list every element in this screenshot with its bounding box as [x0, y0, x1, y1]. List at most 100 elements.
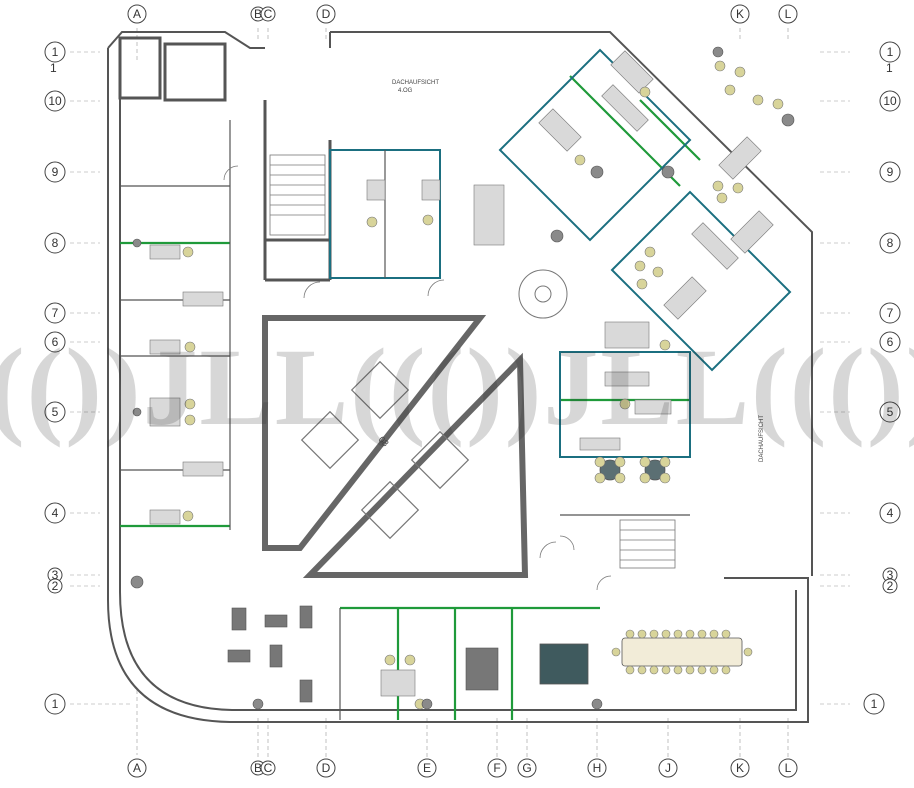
grid-bubble: A — [127, 4, 147, 24]
grid-lines — [70, 28, 850, 758]
svg-text:J: J — [665, 761, 671, 775]
grid-bubble: 3 — [47, 567, 63, 583]
svg-text:7: 7 — [52, 306, 59, 320]
grid-bubble: 1 — [44, 41, 66, 63]
svg-text:3: 3 — [52, 568, 59, 582]
svg-text:9: 9 — [52, 165, 59, 179]
grid-sublabel: 1 — [50, 61, 57, 75]
grid-bubble: 1 — [879, 41, 901, 63]
svg-text:8: 8 — [887, 236, 894, 250]
roof-view-label: DACHAUFSICHT — [392, 80, 439, 86]
grid-bubble: 4 — [879, 502, 901, 524]
grid-bubble: A — [127, 758, 147, 778]
svg-text:B: B — [254, 761, 262, 775]
svg-text:C: C — [264, 7, 273, 21]
grid-bubble: E — [417, 758, 437, 778]
grid-bubble: 10 — [44, 90, 66, 112]
grid-bubble: L — [778, 758, 798, 778]
svg-text:F: F — [493, 761, 500, 775]
svg-text:6: 6 — [887, 335, 894, 349]
svg-text:8: 8 — [52, 236, 59, 250]
room-dividers — [120, 120, 690, 720]
svg-text:7: 7 — [887, 306, 894, 320]
grid-sublabel: 1 — [886, 61, 893, 75]
grid-bubble: 4 — [44, 502, 66, 524]
roof-view-floor: 4.OG — [398, 88, 413, 94]
svg-text:2: 2 — [887, 579, 894, 593]
grid-bubble: 7 — [879, 302, 901, 324]
svg-text:5: 5 — [887, 405, 894, 419]
svg-text:L: L — [785, 7, 792, 21]
svg-text:G: G — [522, 761, 531, 775]
structural-columns — [130, 46, 795, 710]
grid-bubble: F — [487, 758, 507, 778]
grid-bubble: 9 — [879, 161, 901, 183]
svg-text:6: 6 — [52, 335, 59, 349]
svg-text:10: 10 — [883, 94, 897, 108]
svg-text:9: 9 — [887, 165, 894, 179]
grid-bubble: 6 — [44, 331, 66, 353]
watermark: (())JLL((())JLL((())JLL — [0, 326, 914, 448]
lounge-furniture — [227, 605, 499, 703]
grid-bubble: K — [730, 4, 750, 24]
svg-text:2: 2 — [52, 579, 59, 593]
conference-tables — [539, 459, 743, 685]
svg-text:1: 1 — [52, 697, 59, 711]
grid-bubble: 1 — [44, 693, 66, 715]
grid-bubble: L — [778, 4, 798, 24]
grid-bubble: 7 — [44, 302, 66, 324]
grid-bubbles-top: A B C D K L — [127, 4, 798, 24]
svg-text:4: 4 — [887, 506, 894, 520]
grid-bubble: D — [316, 758, 336, 778]
grid-bubble: 9 — [44, 161, 66, 183]
stairs — [269, 154, 676, 569]
grid-bubble: G — [517, 758, 537, 778]
central-core — [262, 315, 529, 578]
spiral-stair — [518, 269, 568, 319]
grid-bubble: 5 — [44, 401, 66, 423]
grid-bubble: 5 — [879, 401, 901, 423]
grid-bubble: 8 — [44, 232, 66, 254]
svg-text:A: A — [133, 761, 141, 775]
svg-text:1: 1 — [887, 45, 894, 59]
core-shafts — [300, 360, 470, 540]
grid-bubble: D — [316, 4, 336, 24]
chairs — [182, 60, 784, 710]
grid-bubble: H — [587, 758, 607, 778]
grid-bubble: 8 — [879, 232, 901, 254]
building-outline — [107, 31, 813, 723]
svg-text:K: K — [736, 7, 744, 21]
desks — [149, 50, 774, 697]
svg-text:D: D — [322, 7, 331, 21]
svg-text:B: B — [254, 7, 262, 21]
roof-view-side-label: DACHAUFSICHT — [759, 415, 765, 462]
glass-partitions-green — [120, 75, 701, 720]
svg-text:1: 1 — [52, 45, 59, 59]
grid-bubble: 2 — [47, 578, 63, 594]
svg-text:L: L — [785, 761, 792, 775]
svg-text:3: 3 — [887, 568, 894, 582]
grid-bubble: C — [260, 6, 276, 22]
svg-text:1: 1 — [871, 697, 878, 711]
grid-bubble: 10 — [879, 90, 901, 112]
svg-text:C: C — [264, 761, 273, 775]
grid-bubbles-left: 1 1 10 9 8 7 6 5 4 3 2 1 — [44, 41, 66, 715]
svg-text:D: D — [322, 761, 331, 775]
grid-bubble: C — [260, 760, 276, 776]
doors — [223, 165, 612, 591]
grid-bubble: J — [658, 758, 678, 778]
svg-text:A: A — [133, 7, 141, 21]
grid-bubbles-bottom: A B C D E F G H J K L — [127, 758, 798, 778]
svg-text:K: K — [736, 761, 744, 775]
grid-bubble: 1 — [863, 693, 885, 715]
svg-text:H: H — [593, 761, 602, 775]
svg-text:5: 5 — [52, 405, 59, 419]
grid-bubble: 2 — [882, 578, 898, 594]
svg-text:4: 4 — [52, 506, 59, 520]
grid-bubble: K — [730, 758, 750, 778]
svg-text:10: 10 — [48, 94, 62, 108]
svg-text:E: E — [423, 761, 431, 775]
grid-bubbles-right: 1 1 10 9 8 7 6 5 4 3 2 1 — [863, 41, 901, 715]
grid-bubble: 6 — [879, 331, 901, 353]
